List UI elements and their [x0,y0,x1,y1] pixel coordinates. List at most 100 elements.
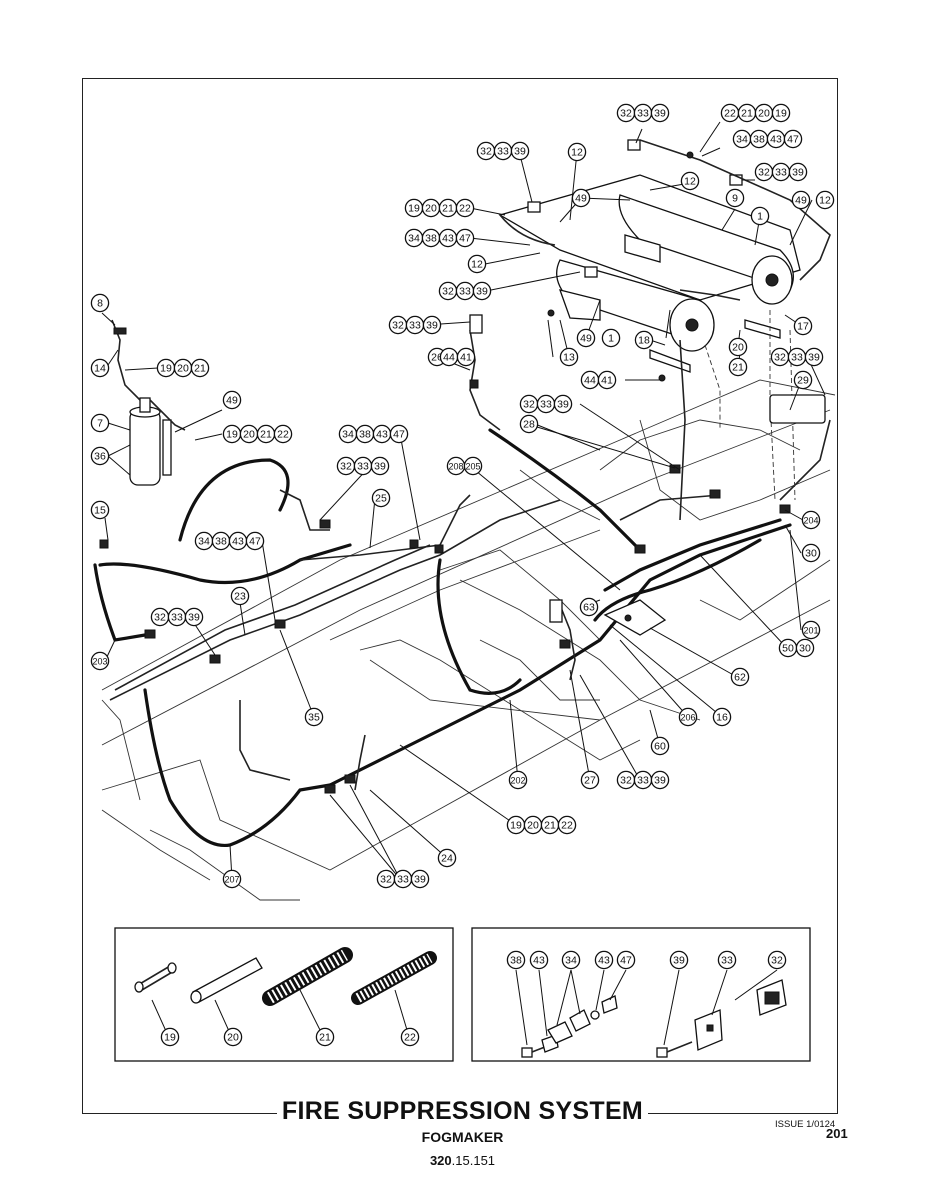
callout-balloon [650,103,670,123]
callout-c75: 33 [717,950,737,970]
callout-balloon [400,1027,420,1047]
callout-label: 25 [375,493,387,505]
callout-c19: 49 [576,328,596,348]
callout-c59: 27 [580,770,600,790]
callout-balloon [519,414,539,434]
callout-c13: 1 [750,206,770,226]
callout-label: 39 [557,399,569,411]
callout-label: 38 [425,233,437,245]
callout-label: 33 [357,461,369,473]
callout-label: 8 [97,298,103,310]
callout-label: 1 [608,333,614,345]
callout-balloon [230,586,250,606]
callout-label: 32 [442,286,454,298]
callout-label: 41 [601,375,613,387]
callout-label: 33 [540,399,552,411]
leader-lines [101,121,826,880]
callout-label: 21 [741,108,753,120]
document-number-rest: .15.151 [451,1153,496,1168]
callout-label: 33 [637,108,649,120]
callout-c5: 12 [567,142,587,162]
callout-label: 32 [154,612,166,624]
callout-c67: 21 [315,1027,335,1047]
callout-label: 34 [408,233,420,245]
callout-c10: 49 [791,190,811,210]
callout-label: 20 [527,820,539,832]
callout-balloon [222,390,242,410]
callout-balloon [616,950,636,970]
callout-balloon [389,424,409,444]
callout-balloon [730,667,750,687]
callout-balloon [553,394,573,414]
callout-label: 19 [226,429,238,441]
callout-label: 33 [637,775,649,787]
callout-c23: 17 [793,316,813,336]
callout-c47: 23 [230,586,250,606]
callout-label: 39 [654,775,666,787]
callout-label: 39 [414,874,426,886]
callout-label: 21 [732,362,744,374]
callout-c64: 207 [222,869,242,889]
callout-label: 20 [177,363,189,375]
callout-label: 30 [799,643,811,655]
callout-balloon [222,869,242,889]
callout-c50: 201 [801,620,821,640]
callout-c34: 49 [222,390,242,410]
callout-c29: 21 [728,357,748,377]
callout-label: 32 [392,320,404,332]
callout-label: 206 [680,713,695,723]
callout-c9: 49 [571,188,591,208]
callout-label: 38 [215,536,227,548]
callout-label: 32 [771,955,783,967]
callout-label: 38 [753,134,765,146]
tube-routing [109,329,831,791]
callout-c24: 14 [90,358,110,378]
callout-balloon [650,770,670,790]
callout-c43: 25 [371,488,391,508]
callout-label: 22 [404,1032,416,1044]
callout-balloon [788,162,808,182]
page-title: FIRE SUPPRESSION SYSTEM [0,1097,925,1126]
callout-label: 21 [442,203,454,215]
callout-balloon [315,1027,335,1047]
callout-balloon [506,950,526,970]
callout-c58: 202 [508,770,528,790]
callout-balloon [771,103,791,123]
callout-label: 34 [198,536,210,548]
callout-label: 32 [620,108,632,120]
callout-label: 15 [94,505,106,517]
callout-label: 38 [510,955,522,967]
callout-label: 16 [716,712,728,724]
callout-balloon [597,370,617,390]
callout-c15: 12 [467,254,487,274]
callout-balloon [304,707,324,727]
callout-label: 33 [397,874,409,886]
callout-label: 49 [226,395,238,407]
callout-label: 13 [563,352,575,364]
callout-label: 32 [380,874,392,886]
callout-balloon [437,848,457,868]
callout-balloon [456,347,476,367]
callout-label: 62 [734,672,746,684]
callout-label: 19 [408,203,420,215]
callout-label: 43 [533,955,545,967]
callout-c46: 30 [801,543,821,563]
callout-balloon [190,358,210,378]
callout-label: 22 [277,429,289,441]
callout-c20: 1 [601,328,621,348]
fittings [99,314,826,794]
callout-label: 43 [232,536,244,548]
callout-balloon [801,510,821,530]
callout-label: 205 [465,462,480,472]
